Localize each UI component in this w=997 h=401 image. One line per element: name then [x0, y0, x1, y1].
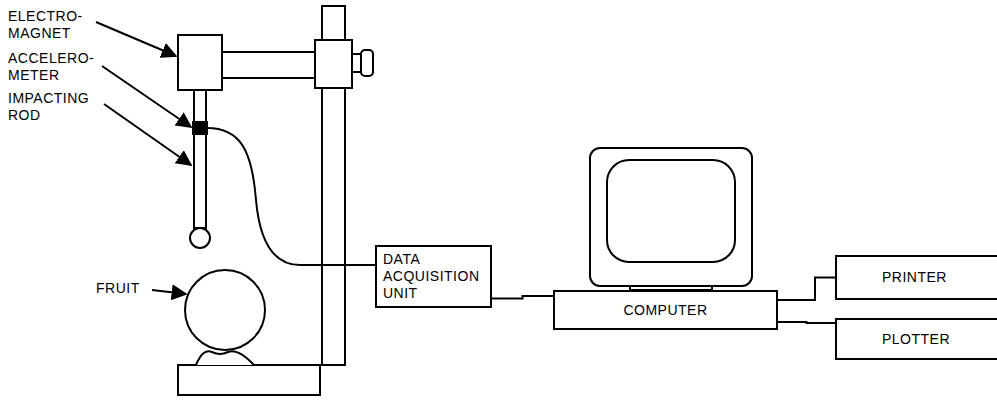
- cable-connector: [778, 278, 835, 301]
- leader-line: [96, 22, 176, 56]
- signal-cable: [207, 128, 375, 265]
- leader-line: [152, 290, 186, 294]
- monitor: [590, 148, 752, 286]
- accelerometer: [193, 122, 207, 134]
- clamp-screw: [352, 54, 361, 72]
- part-label: IMPACTING ROD: [8, 90, 108, 124]
- box-label: DATA ACQUISITION UNIT: [383, 251, 484, 301]
- box-label: COMPUTER: [623, 302, 707, 319]
- box-label: PRINTER: [882, 269, 947, 286]
- clamp: [315, 40, 352, 88]
- equipment-box: DATA ACQUISITION UNIT: [375, 245, 492, 308]
- equipment-box: COMPUTER: [553, 290, 778, 330]
- cable-connector: [778, 322, 835, 323]
- rod-tip: [190, 228, 210, 248]
- fruit: [185, 270, 265, 350]
- leader-line: [104, 104, 191, 165]
- support-arm: [222, 52, 315, 78]
- impacting-rod: [194, 90, 206, 228]
- equipment-box: PRINTER: [835, 255, 997, 300]
- part-label: ACCELERO- METER: [8, 50, 108, 84]
- leader-line: [102, 66, 191, 127]
- clamp-knob: [361, 50, 373, 76]
- part-label: FRUIT: [96, 280, 156, 297]
- stand-base: [178, 365, 320, 395]
- electromagnet: [178, 35, 222, 90]
- fruit-support: [196, 351, 254, 365]
- cable-connector: [492, 296, 553, 299]
- monitor-screen: [607, 160, 735, 262]
- equipment-box: PLOTTER: [835, 318, 997, 360]
- box-label: PLOTTER: [882, 331, 950, 348]
- part-label: ELECTRO- MAGNET: [8, 8, 100, 42]
